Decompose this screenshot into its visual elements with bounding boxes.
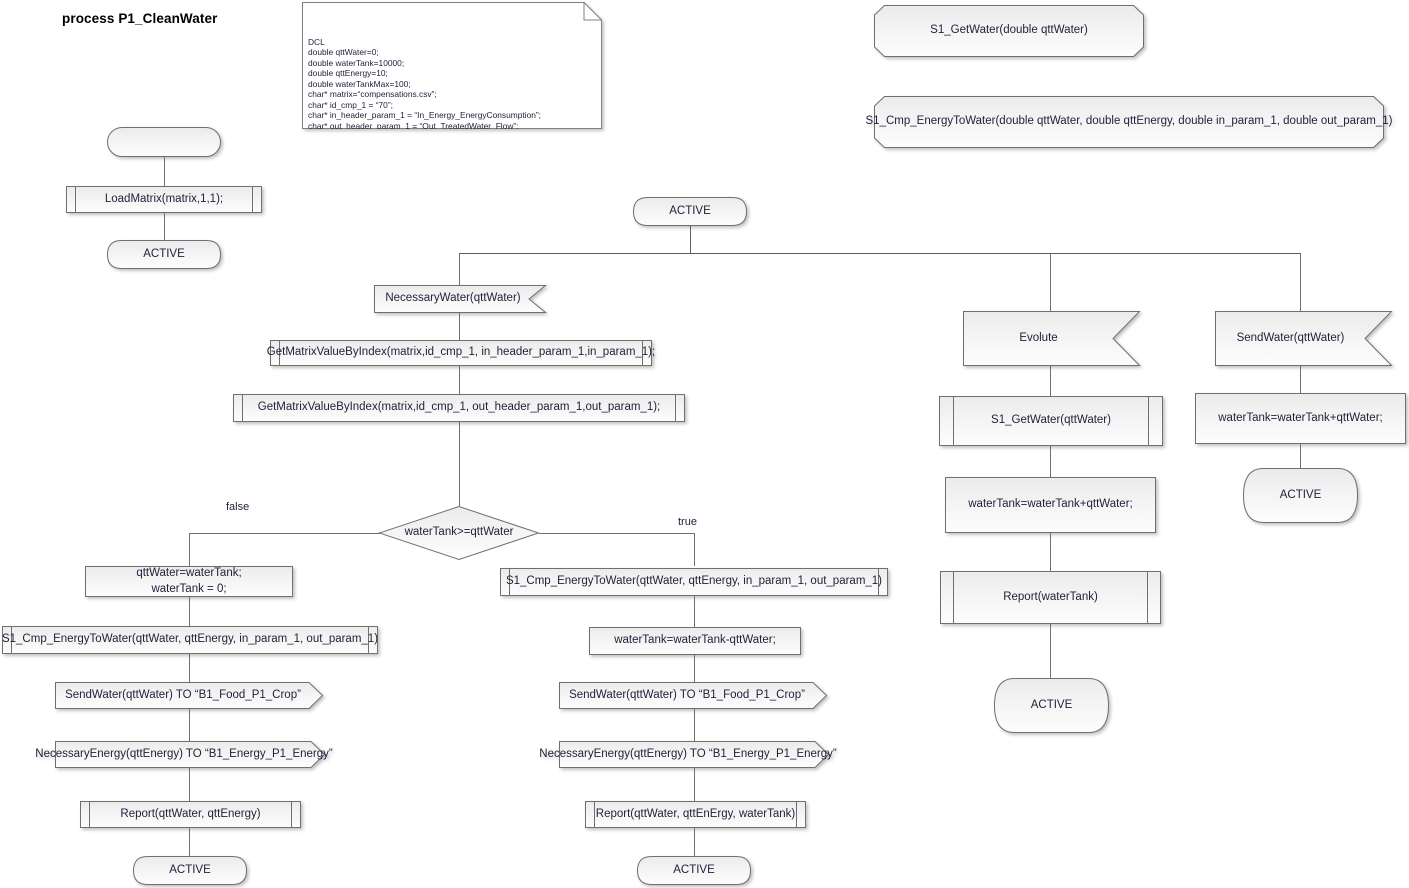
state-active-main: ACTIVE xyxy=(632,197,748,226)
state-active-init: ACTIVE xyxy=(106,240,222,269)
note-shape xyxy=(302,2,602,129)
output-shape xyxy=(55,682,324,709)
task-watertank-add-evolute: waterTank=waterTank+qttWater; xyxy=(945,477,1156,533)
start-shape xyxy=(107,127,221,157)
connector-task-to-report-evolute xyxy=(1050,533,1051,571)
connector-true-out1-to-out2 xyxy=(694,709,695,741)
connector-decision-false-h xyxy=(189,533,380,534)
output-shape xyxy=(559,741,830,768)
declaration-note-text: DCL double qttWater=0; double waterTank=… xyxy=(308,36,542,129)
connector-true-out2-to-report xyxy=(694,768,695,801)
connector-true-task-to-out1 xyxy=(694,655,695,682)
procedure-shape xyxy=(940,571,1161,624)
procedure-call-getmatrix-in: GetMatrixValueByIndex(matrix,id_cmp_1, i… xyxy=(267,340,655,366)
procedure-call-report-evolute: Report(waterTank) xyxy=(940,571,1161,624)
decision-shape xyxy=(377,505,541,561)
procedure-call-cmp-energytowater-true: S1_Cmp_EnergyToWater(qttWater, qttEnergy… xyxy=(500,568,888,596)
input-shape xyxy=(1215,311,1393,366)
signal-shape xyxy=(874,96,1384,148)
signal-definition-cmp-energytowater: S1_Cmp_EnergyToWater(double qttWater, do… xyxy=(866,96,1393,148)
connector-false-task-to-proc xyxy=(189,597,190,626)
procedure-call-cmp-energytowater-false: S1_Cmp_EnergyToWater(qttWater, qttEnergy… xyxy=(2,626,378,654)
decision-false-label: false xyxy=(226,501,250,513)
procedure-shape xyxy=(585,801,806,828)
page-title: process P1_CleanWater xyxy=(62,11,218,26)
procedure-shape xyxy=(270,340,652,366)
procedure-call-report-true: Report(qttWater, qttEnErgy, waterTank) xyxy=(585,801,806,828)
task-shape xyxy=(945,477,1156,533)
procedure-call-s1-getwater: S1_GetWater(qttWater) xyxy=(939,396,1163,446)
procedure-shape xyxy=(233,394,685,422)
connector-true-report-to-state xyxy=(694,828,695,856)
input-signal-evolute: Evolute xyxy=(963,311,1141,366)
connector-false-out2-to-report xyxy=(189,768,190,801)
connector-decision-true-v xyxy=(694,533,695,566)
signal-definition-getwater: S1_GetWater(double qttWater) xyxy=(874,5,1144,57)
procedure-call-getmatrix-out: GetMatrixValueByIndex(matrix,id_cmp_1, o… xyxy=(233,394,685,422)
decision-true-label: true xyxy=(678,516,697,528)
connector-task-to-state-sendwater xyxy=(1300,444,1301,468)
state-active-sendwater: ACTIVE xyxy=(1242,468,1359,523)
state-active-true-path: ACTIVE xyxy=(636,856,752,885)
state-shape xyxy=(636,856,752,885)
input-signal-sendwater: SendWater(qttWater) xyxy=(1215,311,1393,366)
connector-evolute-to-proc xyxy=(1050,366,1051,396)
connector-true-proc-to-task xyxy=(694,596,695,627)
connector-decision-false-v xyxy=(189,533,190,566)
state-shape xyxy=(106,240,222,269)
output-signal-sendwater-false: SendWater(qttWater) TO “B1_Food_P1_Crop” xyxy=(55,682,324,709)
connector-start-to-loadmatrix xyxy=(164,157,165,186)
start-symbol xyxy=(107,127,221,157)
task-shape xyxy=(85,566,293,597)
connector-task1-to-task2 xyxy=(459,366,460,394)
output-signal-necessaryenergy-false: NecessaryEnergy(qttEnergy) TO “B1_Energy… xyxy=(35,741,333,768)
output-signal-necessaryenergy-true: NecessaryEnergy(qttEnergy) TO “B1_Energy… xyxy=(539,741,837,768)
connector-bus-to-necessarywater xyxy=(459,253,460,286)
task-shape xyxy=(589,627,801,655)
connector-loadmatrix-to-active xyxy=(164,213,165,240)
output-shape xyxy=(55,741,326,768)
task-watertank-subtract: waterTank=waterTank-qttWater; xyxy=(589,627,801,655)
state-active-evolute: ACTIVE xyxy=(993,678,1110,733)
connector-report-to-state-evolute xyxy=(1050,624,1051,678)
procedure-shape xyxy=(500,568,888,596)
state-shape xyxy=(632,197,748,226)
decision-watertank-gte-qttwater: waterTank>=qttWater xyxy=(377,505,541,561)
signal-shape xyxy=(874,5,1144,57)
state-shape xyxy=(132,856,248,885)
task-watertank-add-sendwater: waterTank=waterTank+qttWater; xyxy=(1195,393,1406,444)
procedure-call-loadmatrix: LoadMatrix(matrix,1,1); xyxy=(66,186,262,213)
input-shape xyxy=(374,285,547,313)
input-signal-necessarywater: NecessaryWater(qttWater) xyxy=(374,285,547,313)
connector-false-out1-to-out2 xyxy=(189,709,190,741)
task-shape xyxy=(1195,393,1406,444)
state-shape xyxy=(993,678,1110,733)
connector-getwater-to-task xyxy=(1050,446,1051,477)
procedure-shape xyxy=(939,396,1163,446)
input-shape xyxy=(963,311,1141,366)
state-shape xyxy=(1242,468,1359,523)
connector-active-to-bus xyxy=(690,226,692,253)
output-signal-sendwater-true: SendWater(qttWater) TO “B1_Food_P1_Crop” xyxy=(559,682,828,709)
connector-decision-true-h xyxy=(539,533,695,534)
state-active-false-path: ACTIVE xyxy=(132,856,248,885)
connector-bus-to-evolute xyxy=(1050,253,1051,311)
connector-bus-to-sendwater xyxy=(1300,253,1301,311)
connector-task2-to-decision xyxy=(459,422,460,506)
connector-necessarywater-to-task1 xyxy=(459,313,460,340)
task-qttwater-assign: qttWater=waterTank; waterTank = 0; xyxy=(85,566,293,597)
connector-false-proc-to-out1 xyxy=(189,654,190,682)
procedure-shape xyxy=(66,186,262,213)
connector-sendwater-to-task xyxy=(1300,366,1301,393)
procedure-shape xyxy=(80,801,301,828)
procedure-call-report-false: Report(qttWater, qttEnergy) xyxy=(80,801,301,828)
output-shape xyxy=(559,682,828,709)
procedure-shape xyxy=(2,626,378,654)
declaration-note: DCL double qttWater=0; double waterTank=… xyxy=(302,2,602,129)
branch-bus xyxy=(459,253,1301,255)
connector-false-report-to-state xyxy=(189,828,190,856)
